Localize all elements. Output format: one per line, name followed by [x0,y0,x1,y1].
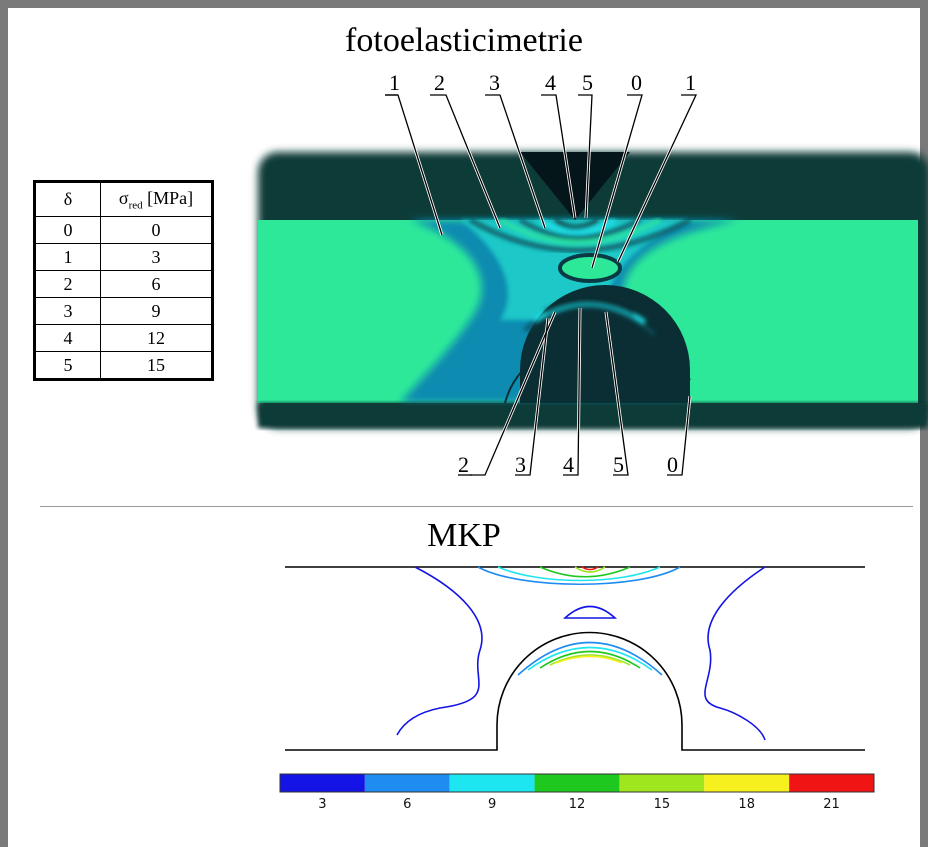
cylinder-dark [520,285,690,403]
fringe-label-bottom: 4 [563,452,574,477]
lens-contour [562,605,618,619]
colorbar-segment [280,774,365,792]
fringe-label-bottom: 5 [613,452,624,477]
fringe-label-bottom: 3 [515,452,526,477]
fem-title: MKP [427,517,501,554]
colorbar-segment [619,774,705,792]
fringe-label-top: 0 [631,70,642,95]
section-divider [40,506,913,507]
delta-header: δ [34,181,101,217]
fringe-label-bottom: 0 [667,452,678,477]
colorbar-tick-label: 21 [823,797,840,812]
table-header-row: δ σred [MPa] [34,181,213,217]
fem-contour-plot [285,566,865,751]
fringe-label-top: 1 [685,70,696,95]
contour-6 [477,566,681,585]
contour-3 [396,566,766,741]
colorbar-tick-label: 6 [403,797,412,812]
fringe-label-top: 1 [389,70,400,95]
top-notch [520,152,630,220]
photoelasticity-title: fotoelasticimetrie [345,22,583,59]
fringe-label-top: 2 [434,70,445,95]
colorbar [279,773,875,793]
colorbar-tick-label: 15 [653,797,671,812]
colorbar-segment [704,774,790,792]
lens-fringe [558,253,622,283]
sigma-header: σred [MPa] [100,181,213,217]
fringe-label-top: 3 [489,70,500,95]
colorbar-segment [789,774,874,792]
colorbar-tick-label: 18 [738,797,755,812]
colorbar-segment [534,774,620,792]
fringe-label-top: 4 [545,70,556,95]
fringe-label-top: 5 [582,70,593,95]
photoelastic-image: 1 2 3 4 5 0 1 2 3 4 5 0 [258,70,928,477]
colorbar-segment [449,774,535,792]
colorbar-segment [364,774,450,792]
specimen-bottom-edge [285,631,865,751]
colorbar-tick-label: 12 [568,797,586,812]
colorbar-tick-label: 9 [488,797,497,812]
colorbar-tick-label: 3 [318,797,327,812]
fringe-label-bottom: 2 [458,452,469,477]
